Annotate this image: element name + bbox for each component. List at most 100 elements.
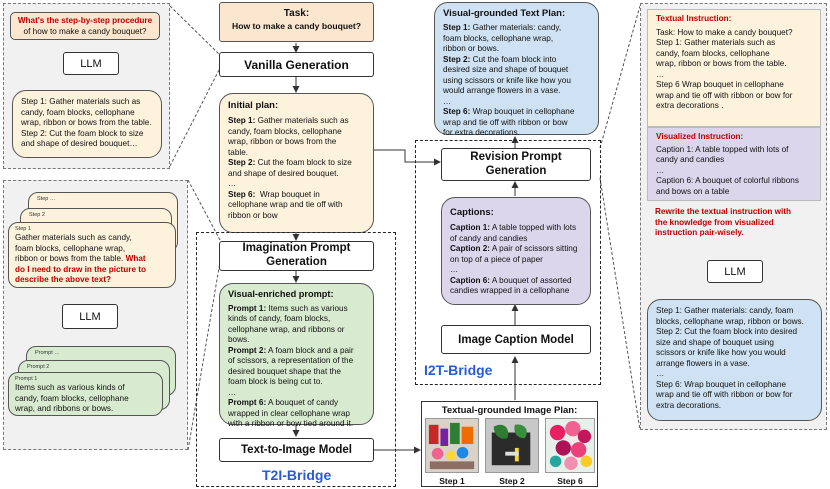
stack-label: Prompt … bbox=[35, 350, 60, 356]
step-text: ribbon or bow bbox=[228, 210, 278, 220]
llm-box: LLM bbox=[62, 304, 118, 329]
step-text: wrap, ribbon or bows from the bbox=[228, 137, 337, 147]
prompt-card-front: Prompt 1 Items such as various kinds of … bbox=[8, 372, 163, 416]
step-text: Gather materials: candy, bbox=[470, 23, 562, 33]
rewrite-instruction: Rewrite the textual instruction with the… bbox=[655, 207, 821, 239]
imagination-line: Imagination Prompt bbox=[242, 242, 351, 255]
caption-text: A table topped with lots bbox=[490, 223, 577, 233]
step-text: desired size and shape of bouquet bbox=[443, 65, 569, 75]
task-text: How to make a candy bouquet? bbox=[232, 20, 361, 31]
step-label: Step 2: bbox=[443, 54, 471, 64]
step-text: ribbon or bows. bbox=[443, 44, 499, 54]
prompt-text: A bouquet of candy bbox=[266, 398, 339, 408]
caption-text: A pair of scissors sitting bbox=[490, 244, 578, 254]
question-box: What's the step-by-step procedure of how… bbox=[10, 12, 160, 40]
rewrite-line: the knowledge from visualized bbox=[655, 217, 774, 227]
step-label: Step 1: bbox=[443, 23, 471, 33]
llm-box: LLM bbox=[707, 260, 763, 283]
step-text: cellophane wrap and tie off with bbox=[228, 200, 343, 210]
initial-plan-box: Initial plan: Step 1: Gather materials s… bbox=[219, 93, 374, 233]
step-text: candy, foam blocks, cellophane bbox=[228, 126, 342, 136]
prompt-text: of scissors, a representation of the bbox=[228, 356, 354, 366]
prompt-line: candy, foam blocks, cellophane bbox=[15, 393, 129, 403]
output-line: Step 1: Gather materials such as bbox=[21, 97, 141, 106]
imagination-line: Generation bbox=[266, 256, 327, 268]
zoom-line bbox=[187, 179, 221, 241]
visualized-instruction-box: Visualized Instruction: Caption 1: A tab… bbox=[647, 127, 821, 201]
caption-text: on top of a piece of paper bbox=[450, 254, 543, 264]
prompt-text: bows. bbox=[228, 335, 250, 345]
step-text: Gather materials such as bbox=[255, 116, 349, 126]
zoom-line bbox=[187, 261, 221, 451]
output-line: Step 2: Cut the foam block to size bbox=[21, 128, 144, 138]
step-text: using scissors or knife like how you bbox=[443, 75, 571, 85]
visual-line: Caption 6: A bouquet of colorful ribbons bbox=[656, 176, 799, 185]
zoom-line bbox=[169, 5, 221, 56]
output-line: wrap and tie off with ribbon or bow for bbox=[656, 390, 793, 399]
textual-line: Step 6 Wrap bouquet in cellophane bbox=[656, 80, 784, 89]
step-text: and shape of desired bouquet. bbox=[228, 168, 339, 178]
prompt-line: Items such as various kinds of bbox=[15, 383, 125, 393]
step2-photo bbox=[485, 418, 539, 473]
caption-text: of candy and candies bbox=[450, 233, 528, 243]
text-to-image-model-box: Text-to-Image Model bbox=[219, 438, 374, 462]
prompt-text: desired bouquet shape that the bbox=[228, 366, 341, 376]
output-line: extra decorations. bbox=[656, 400, 722, 410]
ellipsis: … bbox=[228, 179, 237, 189]
card-line: ribbon or bows from the table. bbox=[15, 254, 124, 264]
prompt-text: cellophane wrap, and ribbons or bbox=[228, 324, 345, 334]
revision-line: Revision Prompt bbox=[470, 150, 562, 163]
step-label: Step 6: bbox=[228, 189, 256, 199]
i2t-bridge-label: I2T-Bridge bbox=[424, 362, 493, 378]
output-line: and shape of desired bouquet… bbox=[21, 139, 138, 148]
rewrite-line: instruction pair-wisely. bbox=[655, 228, 744, 237]
image-step-label: Step 2 bbox=[499, 476, 525, 486]
visual-line: and bows on a table bbox=[656, 186, 730, 196]
vanilla-generation-box: Vanilla Generation bbox=[219, 52, 374, 77]
llm-box: LLM bbox=[63, 52, 119, 75]
textual-line: extra decorations . bbox=[656, 101, 724, 110]
caption-text: candies wrapped in a cellophane bbox=[450, 286, 570, 296]
textual-line: candy, foam blocks, cellophane bbox=[656, 48, 770, 58]
text-plan-title: Visual-grounded Text Plan: bbox=[443, 8, 566, 19]
step-text: foam blocks, cellophane wrap, bbox=[443, 33, 554, 43]
prompt-text: kinds of candy, foam blocks, bbox=[228, 314, 331, 324]
textual-line: wrap and tie off with ribbon or bow for bbox=[656, 90, 793, 100]
output-line: Step 1: Gather materials: candy, foam bbox=[656, 306, 794, 315]
step-label: Step 2: bbox=[228, 158, 256, 168]
step-label: Step 6: bbox=[443, 107, 471, 117]
stack-card-front: Step 1 Gather materials such as candy, f… bbox=[8, 222, 176, 288]
zoom-line bbox=[599, 5, 641, 149]
llm-output-box: Step 1: Gather materials such as candy, … bbox=[12, 90, 162, 158]
stack-label: Prompt 1 bbox=[15, 376, 38, 382]
visual-line: candy and candies bbox=[656, 155, 725, 164]
prompt-text: foam block is being cut to. bbox=[228, 377, 323, 387]
image-step-label: Step 6 bbox=[557, 476, 583, 486]
visual-prompt-title: Visual-enriched prompt: bbox=[228, 289, 334, 299]
ellipsis: … bbox=[443, 96, 452, 106]
textual-line: Task: How to make a candy bouquet? bbox=[656, 27, 793, 37]
textual-instruction-box: Textual Instruction: Task: How to make a… bbox=[647, 9, 821, 127]
prompt-label: Prompt 1: bbox=[228, 303, 267, 313]
rewrite-line: Rewrite the textual instruction with bbox=[655, 207, 792, 216]
step-text: Cut the foam block to size bbox=[255, 158, 352, 168]
t2i-bridge-label: T2I-Bridge bbox=[262, 467, 332, 483]
step1-photo bbox=[425, 418, 479, 473]
zoom-line bbox=[599, 177, 641, 431]
output-line: … bbox=[656, 369, 665, 378]
ellipsis: … bbox=[450, 265, 459, 275]
textual-title: Textual Instruction: bbox=[656, 14, 732, 23]
caption-label: Caption 1: bbox=[450, 223, 491, 233]
output-line: size and shape of bouquet using bbox=[656, 337, 774, 347]
output-line: arrange flowers in a vase. bbox=[656, 358, 750, 368]
prompt-text: Items such as various bbox=[266, 303, 348, 313]
image-step-label: Step 1 bbox=[439, 476, 465, 486]
card-line: Gather materials such as candy, bbox=[15, 233, 132, 243]
question-line: of how to make a candy bouquet? bbox=[23, 26, 147, 36]
captions-box: Captions: Caption 1: A table topped with… bbox=[441, 197, 591, 305]
zoom-line bbox=[169, 67, 221, 167]
output-line: Step 2: Cut the foam block into desired bbox=[656, 327, 798, 336]
stack-label: Prompt 2 bbox=[27, 364, 50, 370]
output-line: candy, foam blocks, cellophane bbox=[21, 107, 135, 117]
task-box: Task: How to make a candy bouquet? bbox=[219, 2, 374, 42]
